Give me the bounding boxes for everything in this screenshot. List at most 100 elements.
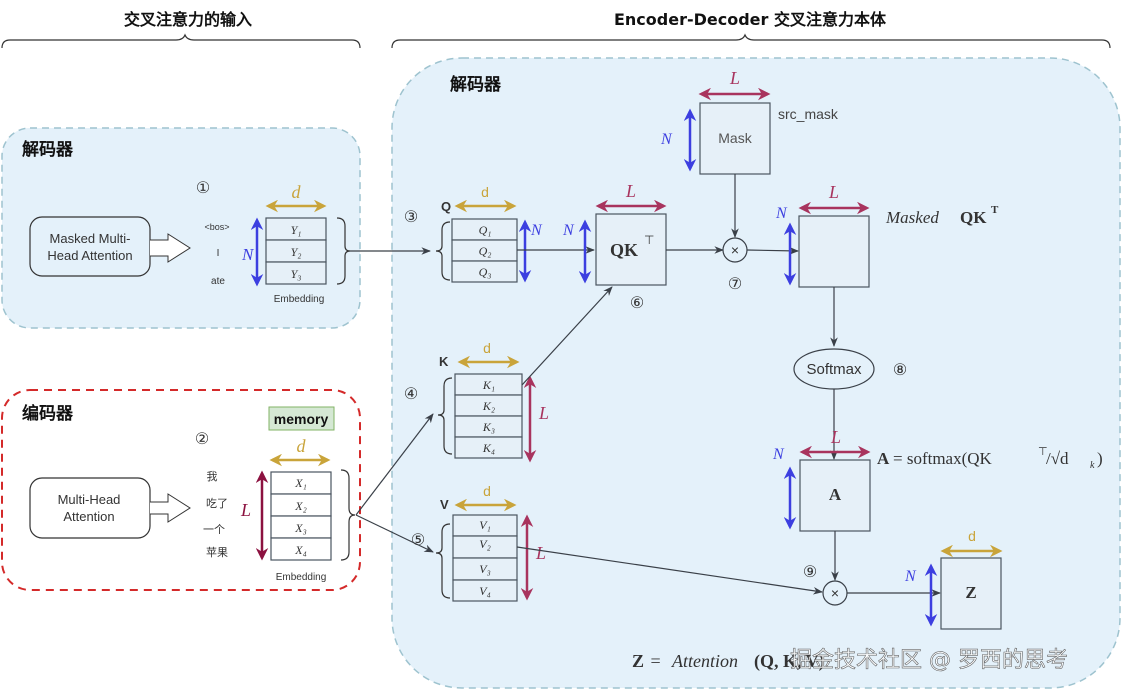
q-matrix: Q₁ Q₂ Q₃ bbox=[451, 218, 518, 283]
token-i: I bbox=[217, 248, 220, 259]
dim-label-n: N bbox=[241, 245, 255, 264]
hollow-arrow-icon bbox=[150, 233, 191, 263]
masked-label-italic: Masked bbox=[885, 208, 939, 227]
masked-mha-label-1: Masked Multi- bbox=[50, 231, 131, 246]
matrix-row bbox=[265, 261, 327, 285]
header-inputs: 交叉注意力的输入 bbox=[124, 10, 252, 29]
masked-dim-label-n: N bbox=[775, 205, 788, 222]
multiply-symbol-1: × bbox=[731, 242, 739, 258]
row-label: V₃ bbox=[479, 562, 491, 576]
k-brace bbox=[437, 377, 453, 455]
softmax-label: Softmax bbox=[806, 361, 862, 378]
row-label: Y₁ bbox=[291, 223, 302, 237]
a-formula: A = softmax(QK ⊤ /√d k ) bbox=[877, 446, 1103, 471]
step-6: ⑥ bbox=[630, 295, 644, 312]
arrow-memory-to-k bbox=[355, 413, 434, 516]
qk-label: QK bbox=[610, 240, 638, 260]
masked-qk-box bbox=[798, 215, 870, 288]
a-dim-label-l: L bbox=[830, 427, 841, 447]
row-label: K₄ bbox=[482, 441, 495, 455]
decoder-embedding-matrix: Y₁ Y₂ Y₃ bbox=[265, 217, 327, 285]
row-label: X₄ bbox=[294, 543, 307, 557]
decoder-embedding-caption: Embedding bbox=[274, 294, 325, 305]
v-brace bbox=[435, 523, 451, 599]
dim-label-l: L bbox=[240, 500, 251, 520]
memory-tag bbox=[268, 406, 335, 431]
row-label: Q₃ bbox=[479, 265, 492, 279]
q-dim-label-d: d bbox=[481, 184, 489, 200]
src-mask-label: src_mask bbox=[778, 106, 839, 122]
token-ate: ate bbox=[211, 276, 225, 287]
v-dim-label-d: d bbox=[483, 483, 491, 499]
mha-block bbox=[29, 477, 151, 539]
arrow-k-to-qk bbox=[521, 286, 613, 386]
mask-dim-label-l: L bbox=[729, 68, 740, 88]
step-9: ⑨ bbox=[803, 564, 817, 581]
attention-formula: Z = Attention (Q, K, V) bbox=[632, 651, 825, 672]
step-3: ③ bbox=[404, 209, 418, 226]
watermark: 掘金技术社区 @ 罗西的思考 bbox=[790, 648, 1068, 673]
qk-dim-label-l: L bbox=[625, 181, 636, 201]
masked-mha-block bbox=[29, 216, 151, 277]
row-label: X₃ bbox=[294, 521, 307, 535]
a-formula-rhs: = softmax(QK bbox=[893, 449, 993, 468]
k-dim-label-l: L bbox=[538, 403, 549, 423]
matrix-row bbox=[270, 537, 332, 561]
masked-dim-label-l: L bbox=[828, 182, 839, 202]
row-label: Y₂ bbox=[291, 245, 302, 259]
dim-label-d: d bbox=[292, 182, 302, 202]
decoder-input-title: 解码器 bbox=[22, 139, 74, 160]
step-7: ⑦ bbox=[728, 276, 742, 293]
encoder-embedding-brace bbox=[340, 469, 356, 561]
row-label: K₃ bbox=[482, 420, 495, 434]
k-label: K bbox=[439, 354, 449, 369]
q-brace bbox=[435, 221, 451, 281]
z-matrix-box bbox=[940, 557, 1002, 630]
a-formula-lhs: A bbox=[877, 449, 890, 468]
row-label: Y₃ bbox=[291, 267, 302, 281]
step-8: ⑧ bbox=[893, 362, 907, 379]
a-formula-tail: /√d bbox=[1046, 449, 1069, 468]
mask-dim-label-n: N bbox=[660, 131, 673, 148]
a-formula-close: ) bbox=[1097, 449, 1103, 468]
masked-mha-label-2: Head Attention bbox=[47, 248, 132, 263]
attention-formula-fn: Attention bbox=[671, 651, 738, 671]
row-label: Q₂ bbox=[479, 244, 492, 258]
header-main-brace bbox=[391, 33, 1111, 49]
row-label: V₂ bbox=[479, 537, 491, 551]
memory-tag-label: memory bbox=[274, 411, 329, 427]
token-wo: 我 bbox=[207, 470, 218, 483]
matrix-row bbox=[451, 260, 518, 283]
row-label: Q₁ bbox=[479, 223, 492, 237]
mask-label: Mask bbox=[718, 130, 752, 146]
mha-label-2: Attention bbox=[63, 509, 114, 524]
step-1: ① bbox=[196, 180, 210, 197]
main-panel-title: 解码器 bbox=[450, 74, 502, 95]
matrix-row bbox=[452, 579, 518, 602]
arrow-memory-to-v bbox=[355, 514, 434, 553]
row-label: K₂ bbox=[482, 399, 495, 413]
z-label: Z bbox=[965, 583, 976, 602]
a-dim-label-n: N bbox=[772, 446, 785, 463]
a-label: A bbox=[829, 485, 842, 504]
row-label: V₁ bbox=[479, 518, 491, 532]
header-inputs-brace bbox=[1, 33, 361, 49]
arrow-v-to-mul bbox=[516, 546, 823, 595]
step-4: ④ bbox=[404, 386, 418, 403]
header-main: Encoder-Decoder 交叉注意力本体 bbox=[614, 10, 887, 29]
q-label: Q bbox=[441, 199, 451, 214]
encoder-embedding-caption: Embedding bbox=[276, 572, 327, 583]
q-dim-label-n: N bbox=[530, 222, 543, 239]
token-bos: <bos> bbox=[204, 222, 229, 232]
k-dim-label-d: d bbox=[483, 340, 491, 356]
a-formula-sub: k bbox=[1090, 460, 1095, 471]
row-label: X₁ bbox=[294, 476, 307, 490]
attention-formula-args: (Q, K, V) bbox=[754, 651, 825, 672]
encoder-embedding-matrix: X₁ X₂ X₃ X₄ bbox=[270, 471, 332, 561]
attention-formula-lhs: Z bbox=[632, 651, 644, 671]
row-label: V₄ bbox=[479, 584, 491, 598]
masked-label-sup: T bbox=[991, 204, 999, 216]
multiply-symbol-2: × bbox=[831, 585, 839, 601]
masked-label-bold: QK bbox=[960, 208, 987, 227]
z-dim-label-n: N bbox=[904, 568, 917, 585]
